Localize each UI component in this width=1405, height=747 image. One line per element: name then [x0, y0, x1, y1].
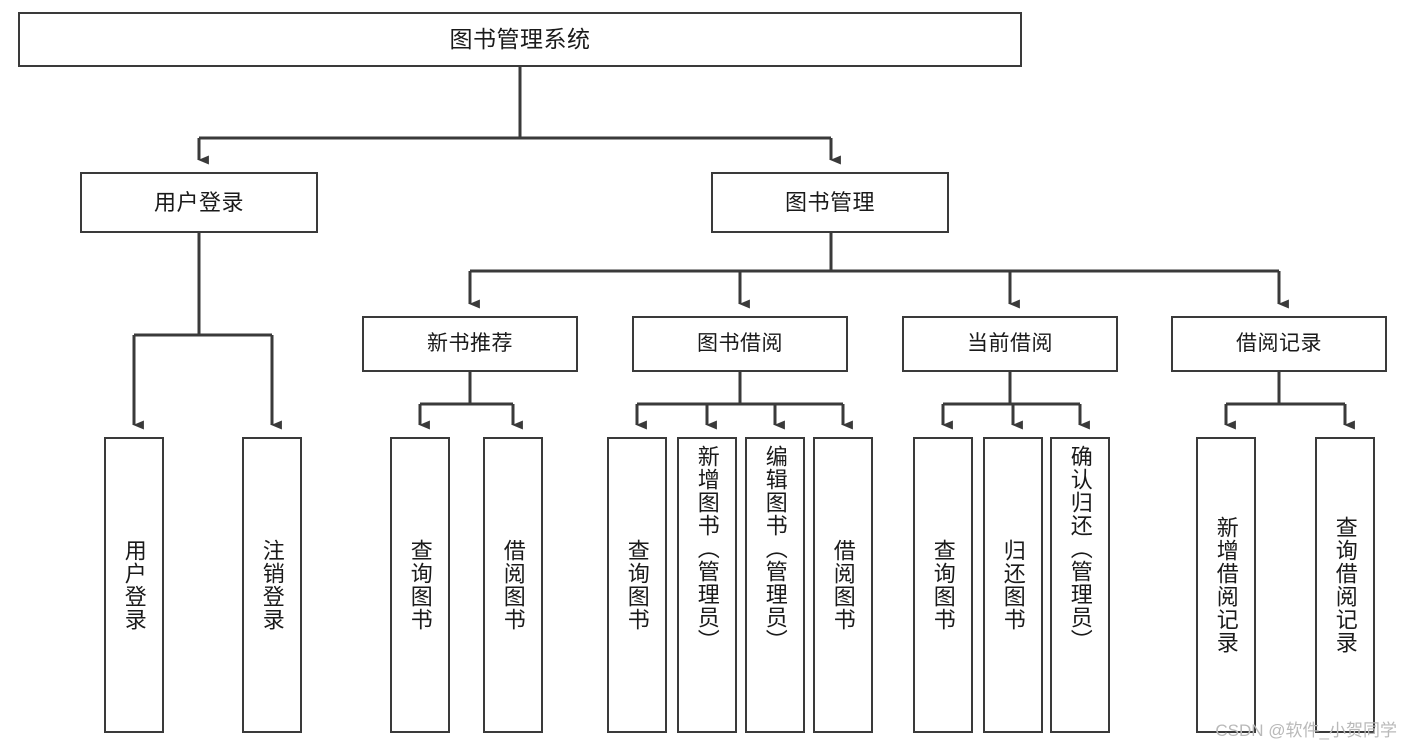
leaf-borrow-books-new[interactable]: 借阅图书 — [483, 437, 543, 733]
leaf-edit-book-admin[interactable]: 编辑图书（管理员） — [745, 437, 805, 733]
node-label: 新书推荐 — [427, 331, 513, 355]
leaf-add-borrow-record[interactable]: 新增借阅记录 — [1196, 437, 1256, 733]
node-borrow-records[interactable]: 借阅记录 — [1171, 316, 1387, 372]
leaf-user-logout[interactable]: 注销登录 — [242, 437, 302, 733]
leaf-return-books[interactable]: 归还图书 — [983, 437, 1043, 733]
node-root-system[interactable]: 图书管理系统 — [18, 12, 1022, 67]
node-label: 注销登录 — [259, 539, 285, 631]
leaf-confirm-return-admin[interactable]: 确认归还（管理员） — [1050, 437, 1110, 733]
node-label: 新增借阅记录 — [1213, 516, 1239, 654]
node-label: 借阅图书 — [500, 539, 526, 631]
node-label: 图书借阅 — [697, 331, 783, 355]
leaf-query-books-current[interactable]: 查询图书 — [913, 437, 973, 733]
node-book-borrow[interactable]: 图书借阅 — [632, 316, 848, 372]
node-label: 归还图书 — [1000, 539, 1026, 631]
node-label: 借阅记录 — [1236, 331, 1322, 355]
node-label: 查询图书 — [624, 539, 650, 631]
leaf-borrow-books[interactable]: 借阅图书 — [813, 437, 873, 733]
node-label: 用户登录 — [153, 189, 244, 215]
node-label: 图书管理 — [784, 189, 875, 215]
node-book-management[interactable]: 图书管理 — [711, 172, 949, 233]
leaf-query-borrow-record[interactable]: 查询借阅记录 — [1315, 437, 1375, 733]
node-label: 图书管理系统 — [449, 25, 591, 52]
node-new-book-recommend[interactable]: 新书推荐 — [362, 316, 578, 372]
node-label: 编辑图书（管理员） — [762, 445, 788, 652]
node-label: 查询借阅记录 — [1332, 516, 1358, 654]
leaf-user-login[interactable]: 用户登录 — [104, 437, 164, 733]
watermark-text: CSDN @软件_小贺同学 — [1215, 721, 1397, 740]
node-label: 查询图书 — [930, 539, 956, 631]
leaf-add-book-admin[interactable]: 新增图书（管理员） — [677, 437, 737, 733]
node-label: 确认归还（管理员） — [1067, 445, 1093, 652]
node-label: 查询图书 — [407, 539, 433, 631]
leaf-query-books-new[interactable]: 查询图书 — [390, 437, 450, 733]
node-label: 当前借阅 — [967, 331, 1053, 355]
node-label: 借阅图书 — [830, 539, 856, 631]
node-label: 用户登录 — [121, 539, 147, 631]
node-current-borrow[interactable]: 当前借阅 — [902, 316, 1118, 372]
node-user-login[interactable]: 用户登录 — [80, 172, 318, 233]
leaf-query-books-borrow[interactable]: 查询图书 — [607, 437, 667, 733]
node-label: 新增图书（管理员） — [694, 445, 720, 652]
